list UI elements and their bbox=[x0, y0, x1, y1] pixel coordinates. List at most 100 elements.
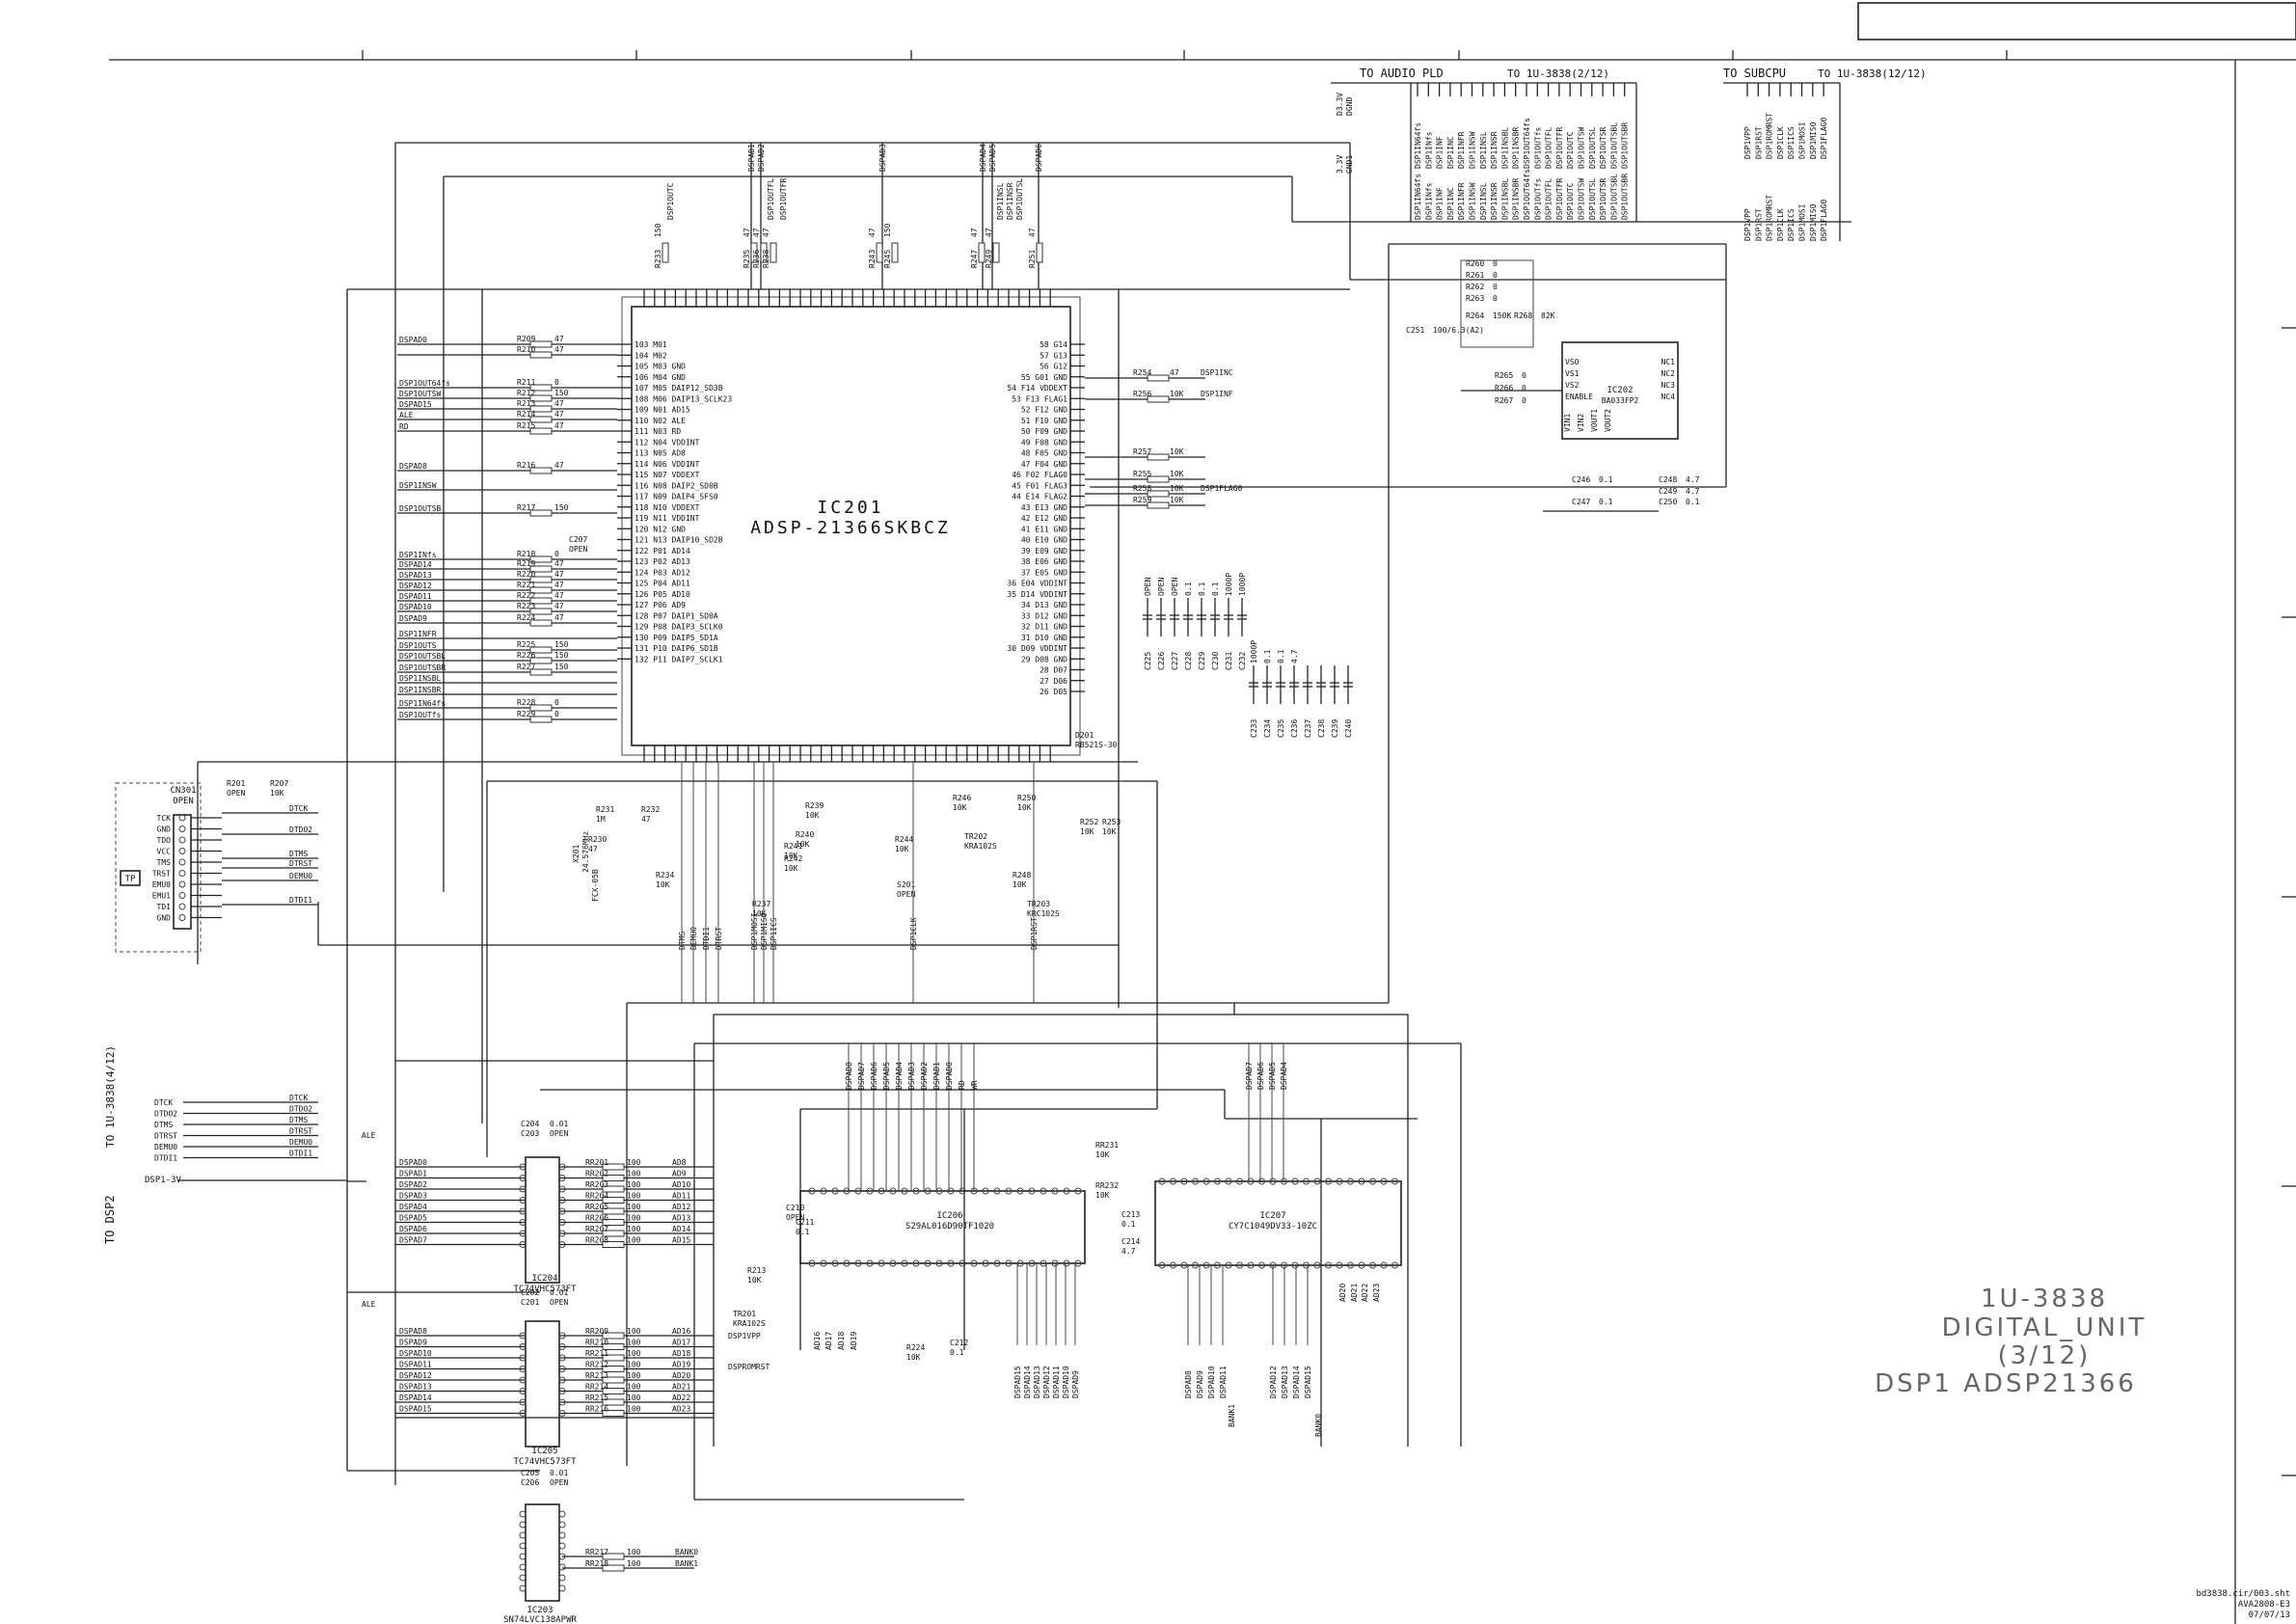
decoder-res-out: BANK1 bbox=[675, 1559, 698, 1568]
left-net-name: DSPAD11 bbox=[399, 592, 432, 601]
left-net-res-ref: R219 bbox=[517, 559, 535, 568]
decoupling-cap-ref: C232 bbox=[1238, 652, 1247, 670]
mid-part-ref: R250 bbox=[1017, 794, 1036, 802]
ic202-pin: VS2 bbox=[1565, 381, 1580, 390]
ic202-pin: NC4 bbox=[1661, 392, 1676, 401]
left-net-res-ref: R224 bbox=[517, 613, 535, 622]
left-net-res-ref: R228 bbox=[517, 698, 535, 707]
flash-top-label: DSPAD2 bbox=[920, 1062, 929, 1090]
left-net-name: DSP1INSW bbox=[399, 481, 437, 490]
decoder-res-val: 100 bbox=[627, 1548, 641, 1556]
dsp2-signal-left: DTDI1 bbox=[154, 1154, 177, 1163]
latch-in: DSPAD2 bbox=[399, 1180, 427, 1189]
ic202-pin: VOUT2 bbox=[1604, 409, 1612, 432]
memory-part-val: 10K bbox=[1095, 1150, 1110, 1159]
flash-bottom-label: DSPAD9 bbox=[1071, 1370, 1080, 1398]
ic202-part-val: 0 bbox=[1522, 371, 1526, 380]
decoupling-cap-ref: C236 bbox=[1290, 719, 1299, 738]
jtag-dtag: DTDO2 bbox=[289, 826, 312, 834]
ic201-right-pin: 33 D12 GND bbox=[1021, 611, 1067, 620]
decoupling-cap-val: OPEN bbox=[1157, 578, 1166, 596]
mid-part-val: OPEN bbox=[227, 789, 245, 798]
memory-net-label: DSP1VPP bbox=[728, 1332, 761, 1340]
latch-res-val: 100 bbox=[627, 1236, 641, 1245]
ic201-left-pin: 106 M04 GND bbox=[635, 373, 686, 382]
right-net-res-val: 10K bbox=[1170, 447, 1184, 456]
latch-out: AD15 bbox=[672, 1236, 690, 1245]
right-net-res-val: 10K bbox=[1170, 470, 1184, 478]
decoder-cap-val: 0.01 bbox=[550, 1469, 568, 1477]
decoupling-cap-ref: C231 bbox=[1225, 652, 1233, 670]
sram-bottom-label: DSPAD11 bbox=[1219, 1366, 1228, 1398]
top-res-val: 150 bbox=[883, 223, 892, 237]
jtag-pin-label: EMU1 bbox=[152, 892, 171, 901]
mid-part-ref: R242 bbox=[784, 854, 802, 863]
memory-part-ref: C213 bbox=[1121, 1210, 1140, 1219]
ic202-part-val: 4.7 bbox=[1686, 475, 1700, 484]
decoupling-cap-ref: C227 bbox=[1171, 652, 1179, 670]
left-net-name: DSP1INFR bbox=[399, 630, 437, 638]
ic201-right-pin: 52 F12 GND bbox=[1021, 406, 1067, 415]
left-net-res-val: 0 bbox=[554, 698, 559, 707]
mid-part-ref: R237 bbox=[752, 900, 770, 908]
mid-part-val: 10K bbox=[1017, 803, 1032, 812]
ic202-part-ref: R268 bbox=[1514, 311, 1532, 320]
pld-signal-label: DSP1INC bbox=[1446, 136, 1455, 169]
ic201-right-pin: 44 E14 FLAG2 bbox=[1012, 493, 1067, 501]
decoupling-cap-val: 1000P bbox=[1225, 573, 1233, 596]
mid-part-val: 47 bbox=[588, 845, 598, 853]
latch-cap-ref: C202 bbox=[521, 1288, 539, 1297]
dsp2-power: DSP1-3V bbox=[145, 1176, 182, 1185]
memory-net-label: AD16 bbox=[813, 1332, 822, 1350]
ic202-pin: ENABLE bbox=[1565, 392, 1593, 401]
flash-top-label: WR bbox=[970, 1080, 979, 1090]
ic201-right-pin: 46 F02 FLAG0 bbox=[1012, 471, 1067, 479]
power-pin-1: 3.3V bbox=[1336, 155, 1344, 174]
memory-net-label: AD22 bbox=[1361, 1284, 1369, 1302]
latch-cap-ref: C201 bbox=[521, 1298, 539, 1307]
audio-pld-label: TO AUDIO PLD bbox=[1360, 67, 1444, 80]
flash-top-label: DSPAD4 bbox=[895, 1062, 904, 1090]
latch-res-val: 100 bbox=[627, 1170, 641, 1178]
pld-signal-label: DSP1INSBR bbox=[1512, 126, 1521, 169]
left-net-name: DSPAD14 bbox=[399, 560, 432, 569]
jtag-pin-label: GND bbox=[157, 914, 172, 923]
page-number: (3/12) bbox=[1998, 1341, 2092, 1370]
flash-bottom-label: DSPAD12 bbox=[1042, 1366, 1051, 1398]
decoupling-cap-ref: C228 bbox=[1184, 652, 1193, 670]
reset-part-val: RB521S-30 bbox=[1075, 741, 1118, 749]
flash-bottom-label: DSPAD13 bbox=[1033, 1366, 1041, 1398]
ic202-part-ref: C249 bbox=[1659, 487, 1677, 496]
flash-bottom-label: DSPAD14 bbox=[1023, 1366, 1032, 1398]
left-net-name: DSPAD13 bbox=[399, 571, 432, 580]
pld-signal-label: DSP1INF bbox=[1436, 136, 1445, 169]
latch-res-ref: RR212 bbox=[585, 1361, 608, 1369]
decoupling-cap-val: 1000P bbox=[1238, 573, 1247, 596]
left-net-res-val: 47 bbox=[554, 581, 564, 589]
reset-part-ref: D201 bbox=[1075, 731, 1094, 740]
jtag-dtag: DTCK bbox=[289, 804, 308, 813]
left-net-name: DSP1OUTSBR bbox=[399, 663, 446, 672]
latch-out: AD19 bbox=[672, 1361, 690, 1369]
ic202-part-val: 0 bbox=[1493, 283, 1498, 291]
pld-signal-label-lower: DSP1IN64fs bbox=[1414, 174, 1422, 220]
mid-part-val: 47 bbox=[641, 815, 651, 824]
left-net-res-ref: R211 bbox=[517, 378, 535, 387]
ic201-left-pin: 114 N06 VDDINT bbox=[635, 460, 700, 469]
ic201-right-pin: 32 D11 GND bbox=[1021, 623, 1067, 632]
latch-out: AD8 bbox=[672, 1158, 687, 1167]
flash-bottom-label: DSPAD10 bbox=[1062, 1366, 1070, 1398]
ic201-top-pins bbox=[643, 289, 1051, 307]
ic201-right-pin: 38 E06 GND bbox=[1021, 557, 1067, 566]
ic201-left-pin: 104 M02 bbox=[635, 351, 667, 360]
jtag-pin-label: VCC bbox=[157, 848, 172, 856]
ic201-left-pin: 117 N09 DAIP4_SFS0 bbox=[635, 493, 718, 501]
left-net-name: DSP1INSBR bbox=[399, 686, 442, 694]
left-net-res-val: 47 bbox=[554, 602, 564, 610]
decoupling-cap-ref: C233 bbox=[1250, 719, 1258, 738]
ic202-part-val: 0.1 bbox=[1599, 498, 1613, 506]
reset-part-ref: TR203 bbox=[1027, 900, 1050, 908]
